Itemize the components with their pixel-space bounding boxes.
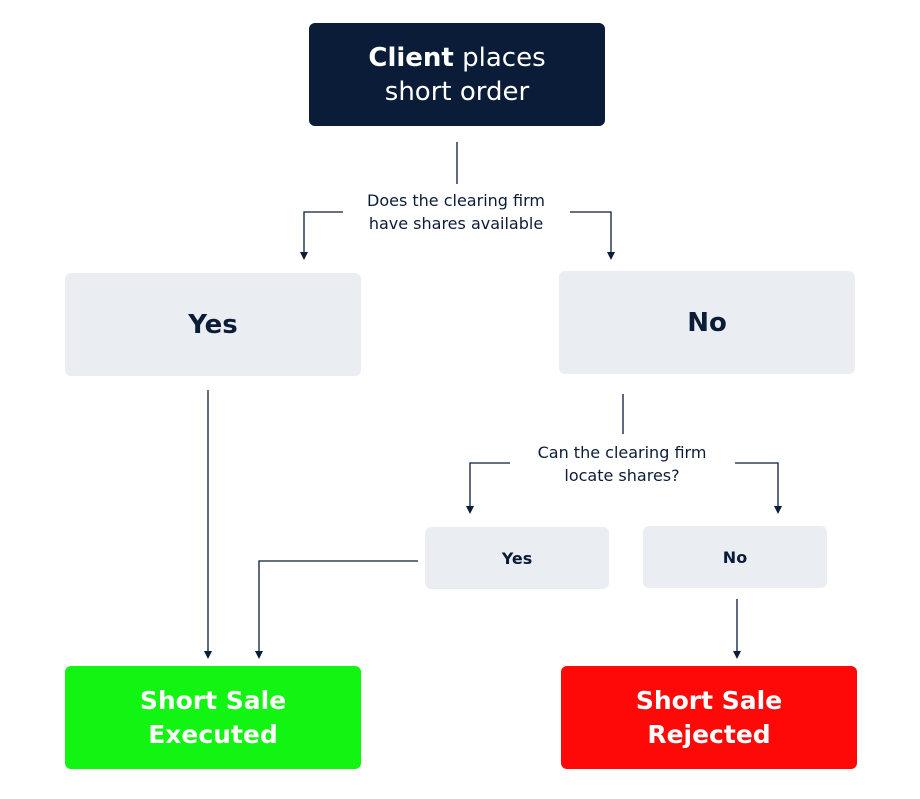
yes-node-label: Yes	[188, 309, 238, 340]
start-node-bold: Client	[368, 42, 454, 73]
executed-line1: Short Sale	[139, 685, 287, 715]
arrow-to-yes	[300, 211, 343, 260]
short-sale-rejected-node: Short Sale Rejected	[561, 666, 857, 769]
yes-node: Yes	[65, 273, 361, 376]
decision-question-locate-shares: Can the clearing firm locate shares?	[520, 441, 724, 487]
start-node-client-places-short-order: Client places short order	[309, 23, 605, 126]
locate-yes-label: Yes	[501, 548, 533, 568]
rejected-line2: Rejected	[647, 719, 771, 749]
question-1-line2: have shares available	[368, 214, 544, 233]
start-node-line1: Client places	[368, 41, 545, 75]
start-node-line2: short order	[384, 76, 530, 107]
no-node-label: No	[687, 307, 727, 338]
question-2-line1: Can the clearing firm	[537, 443, 707, 462]
short-sale-executed-node: Short Sale Executed	[65, 666, 361, 769]
arrow-to-no-small	[735, 462, 782, 514]
arrow-to-yes-small	[466, 462, 510, 514]
rejected-line1: Short Sale	[635, 685, 783, 715]
locate-no-label: No	[722, 547, 748, 567]
executed-line2: Executed	[148, 719, 278, 749]
arrow-yes-small-to-executed	[255, 560, 418, 659]
question-1-line1: Does the clearing firm	[367, 191, 545, 210]
locate-no-node: No	[643, 526, 827, 588]
locate-yes-node: Yes	[425, 527, 609, 589]
no-node: No	[559, 271, 855, 374]
arrow-to-no	[570, 211, 615, 260]
question-2-line2: locate shares?	[564, 466, 680, 485]
start-node-rest: places	[453, 42, 546, 73]
decision-question-shares-available: Does the clearing firm have shares avail…	[350, 189, 562, 235]
